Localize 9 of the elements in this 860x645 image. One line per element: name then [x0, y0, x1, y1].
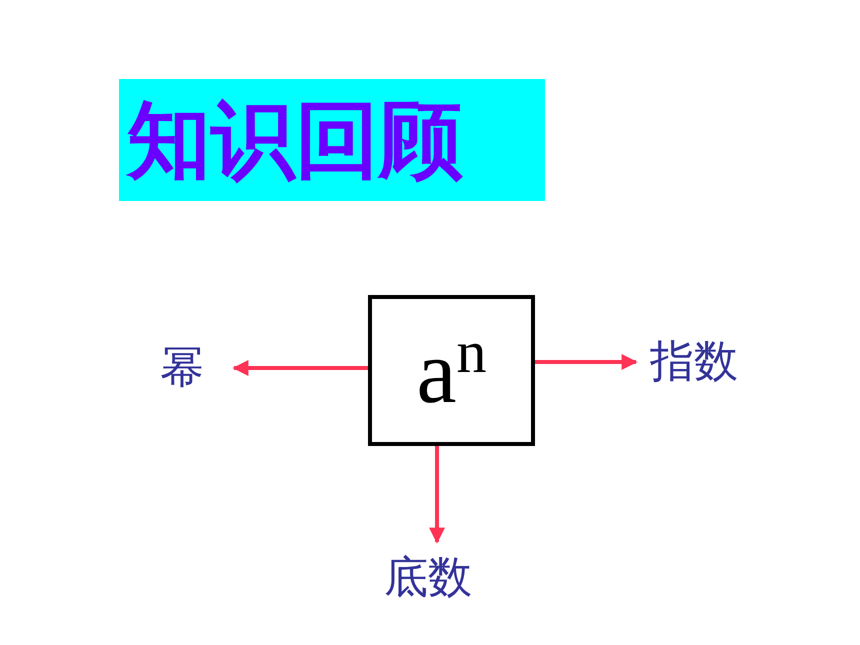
title-banner: 知识回顾 [119, 79, 545, 201]
arrow [535, 354, 638, 370]
arrow [232, 360, 368, 376]
term-label: 底数 [384, 550, 490, 606]
power-expression: a$^{n}$ [416, 318, 486, 424]
term-label: 指数 [650, 334, 756, 390]
expression-box [368, 295, 535, 446]
term-label: 幂 [160, 340, 220, 396]
arrow [429, 446, 445, 544]
